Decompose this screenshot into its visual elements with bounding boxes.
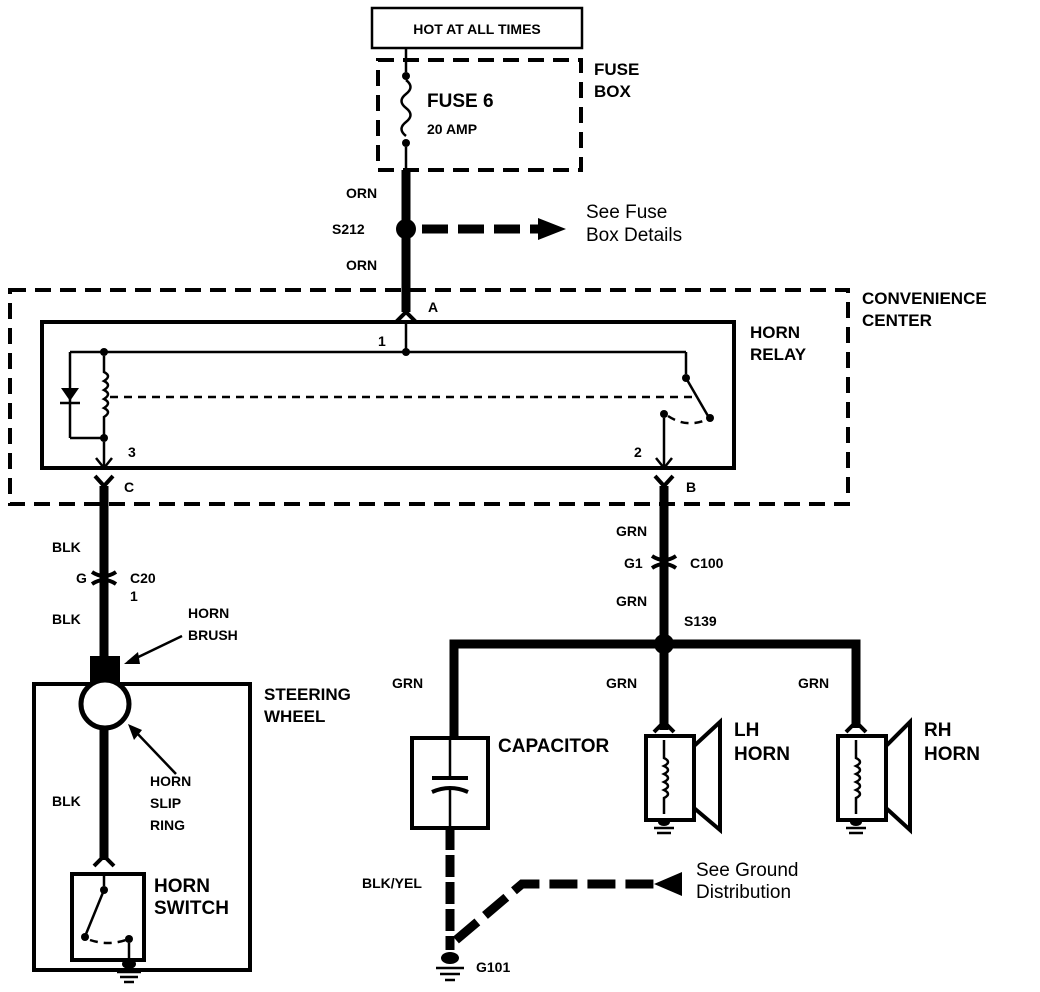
c100-name: C100: [690, 555, 724, 571]
splice-s212-label: S212: [332, 221, 365, 237]
wire-orn-upper: ORN: [346, 185, 377, 201]
wire-grn-capacitor: GRN: [392, 675, 423, 691]
wire-grn-rh: GRN: [798, 675, 829, 691]
fuse-box-details-line1: See Fuse: [586, 202, 667, 223]
wire-grn-split: GRN: [616, 593, 647, 609]
rh-horn-ground-icon: [846, 818, 866, 835]
lh-horn-line2: HORN: [734, 744, 790, 765]
slip-ring-line1: HORN: [150, 773, 191, 789]
capacitor: CAPACITOR BLK/YEL G101 See Ground Distri…: [362, 736, 798, 982]
steering-wheel-title-line1: STEERING: [264, 685, 351, 704]
pin-2-label: 2: [634, 444, 642, 460]
lh-horn-speaker-icon: [692, 717, 722, 835]
fuse-box-details-line2: Box Details: [586, 225, 682, 246]
pin-c-label: C: [124, 479, 134, 495]
ground-distribution-line1: See Ground: [696, 860, 798, 881]
c100-cavity: G1: [624, 555, 643, 571]
horn-switch-line1: HORN: [154, 876, 210, 897]
pin-a-label: A: [428, 299, 438, 315]
lh-horn-coil: [661, 740, 670, 814]
blk-branch: C BLK G C20 1 BLK HORN BRUSH: [52, 474, 238, 682]
slip-ring-line3: RING: [150, 817, 185, 833]
capacitor-label: CAPACITOR: [498, 736, 609, 757]
convenience-center-title-line1: CONVENIENCE: [862, 289, 987, 308]
pin-b-label: B: [686, 479, 696, 495]
rh-horn-speaker-icon: [884, 717, 912, 835]
relay-contact-arm: [684, 377, 710, 417]
convenience-center: CONVENIENCE CENTER A: [8, 288, 987, 506]
fuse-box-title-line2: BOX: [594, 82, 632, 101]
power-source-label: HOT AT ALL TIMES: [413, 21, 541, 37]
fuse-6-symbol: [400, 79, 412, 137]
horn-relay: HORN RELAY 1 3 2: [40, 320, 807, 471]
ground-distribution-line2: Distribution: [696, 882, 791, 903]
fuse-box-title-line1: FUSE: [594, 60, 639, 79]
c20-cavity: G: [76, 570, 87, 586]
horn-relay-title-line1: HORN: [750, 323, 800, 342]
wire-blk-relay: BLK: [52, 539, 81, 555]
power-source: HOT AT ALL TIMES: [370, 6, 584, 50]
g101-label: G101: [476, 959, 510, 975]
horn-switch: [70, 872, 146, 962]
splice-s139-label: S139: [684, 613, 717, 629]
pin-3-label: 3: [128, 444, 136, 460]
rh-horn-line1: RH: [924, 720, 951, 741]
horn-relay-title-line2: RELAY: [750, 345, 807, 364]
rh-horn-line2: HORN: [924, 744, 980, 765]
diode-symbol: [61, 388, 79, 401]
horn-switch-line2: SWITCH: [154, 898, 229, 919]
horn-slip-ring: [78, 677, 132, 731]
switch-ground-icon: [117, 959, 141, 984]
lh-horn-line1: LH: [734, 720, 759, 741]
relay-coil: [101, 356, 110, 438]
ground-distribution-arrow: [654, 872, 682, 896]
wire-grn-relay: GRN: [616, 523, 647, 539]
fuse-name: FUSE 6: [427, 91, 494, 112]
splice-s139-dot: [654, 634, 674, 654]
steering-wheel: STEERING WHEEL HORN SLIP RING BLK HORN S…: [32, 677, 351, 984]
horn-brush-line2: BRUSH: [188, 627, 238, 643]
c20-pin: 1: [130, 588, 138, 604]
convenience-center-title-line2: CENTER: [862, 311, 932, 330]
g101-ground-icon: [436, 952, 464, 982]
pin-1-label: 1: [378, 333, 386, 349]
grn-branch: B GRN G1 C100 GRN S139 GRN GRN GRN: [392, 474, 861, 736]
slip-ring-line2: SLIP: [150, 795, 181, 811]
wire-blk-switch: BLK: [52, 611, 81, 627]
fuse-rating: 20 AMP: [427, 121, 477, 137]
wire-blk-wheel: BLK: [52, 793, 81, 809]
rh-horn: RH HORN: [836, 717, 980, 835]
wire-grn-lh: GRN: [606, 675, 637, 691]
wire-orn-lower: ORN: [346, 257, 377, 273]
steering-wheel-title-line2: WHEEL: [264, 707, 325, 726]
orn-wire: ORN S212 ORN See Fuse Box Details: [332, 170, 682, 312]
wire-blk-yel: BLK/YEL: [362, 875, 422, 891]
lh-horn-ground-icon: [654, 818, 674, 835]
splice-s212-dot: [396, 219, 416, 239]
rh-horn-coil: [853, 740, 862, 814]
reference-arrow: [538, 218, 566, 240]
lh-horn: LH HORN: [644, 717, 790, 835]
horn-brush-line1: HORN: [188, 605, 229, 621]
horn-switch-contact: [84, 889, 106, 935]
c20-name: C20: [130, 570, 156, 586]
fuse-box: FUSE BOX FUSE 6 20 AMP: [376, 48, 639, 172]
